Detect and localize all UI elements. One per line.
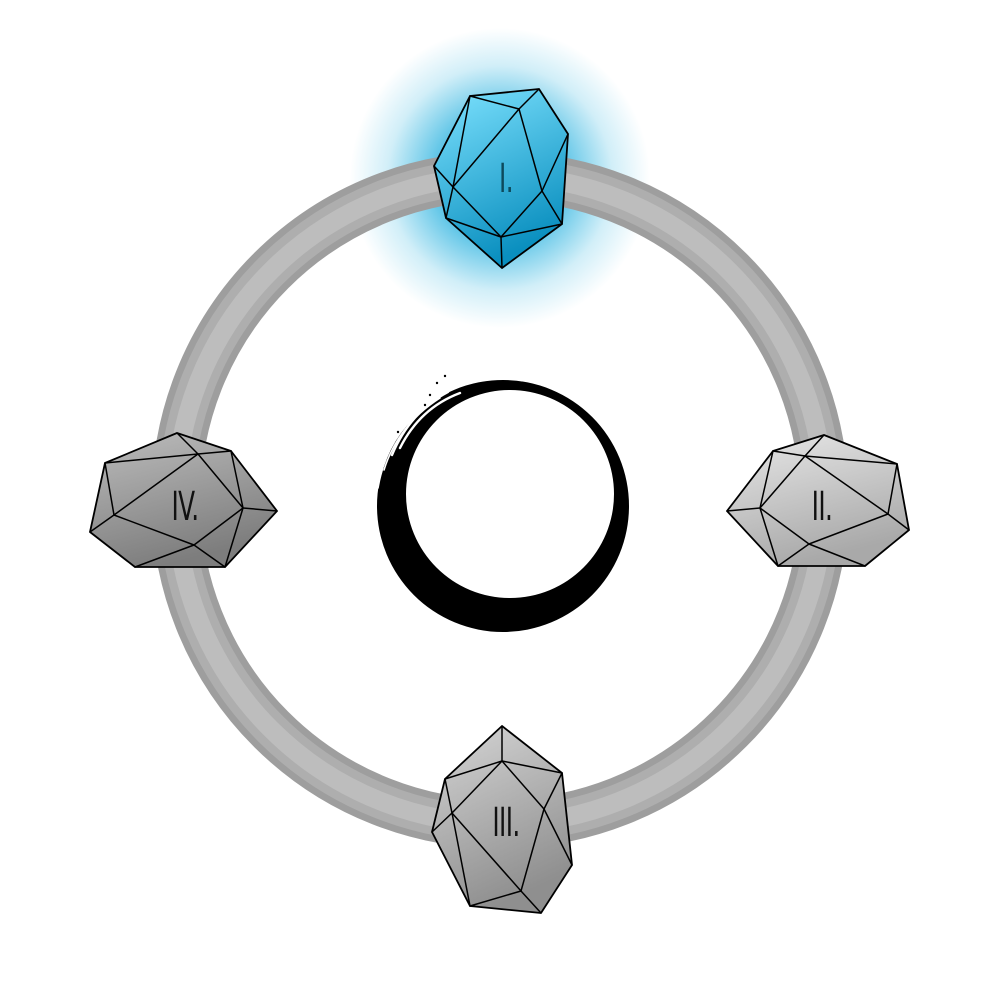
- crystal-gem-icon: [726, 434, 910, 567]
- crystal-iv-label: IV.: [171, 483, 198, 530]
- enso-circle-icon: [377, 374, 629, 632]
- crystal-ii-label: II.: [812, 483, 833, 530]
- crystal-gem-icon: [89, 432, 278, 568]
- crystal-i-label: I.: [499, 155, 513, 202]
- crystal-i-button[interactable]: I.: [433, 88, 569, 269]
- crystal-ii-button[interactable]: II.: [726, 434, 910, 567]
- crystal-iv-button[interactable]: IV.: [89, 432, 278, 568]
- crystal-iii-label: III.: [492, 799, 519, 846]
- crystal-gem-icon: [433, 88, 569, 269]
- crystal-nodes: I. II. III. IV.: [89, 88, 910, 914]
- crystal-iii-button[interactable]: III.: [431, 725, 573, 914]
